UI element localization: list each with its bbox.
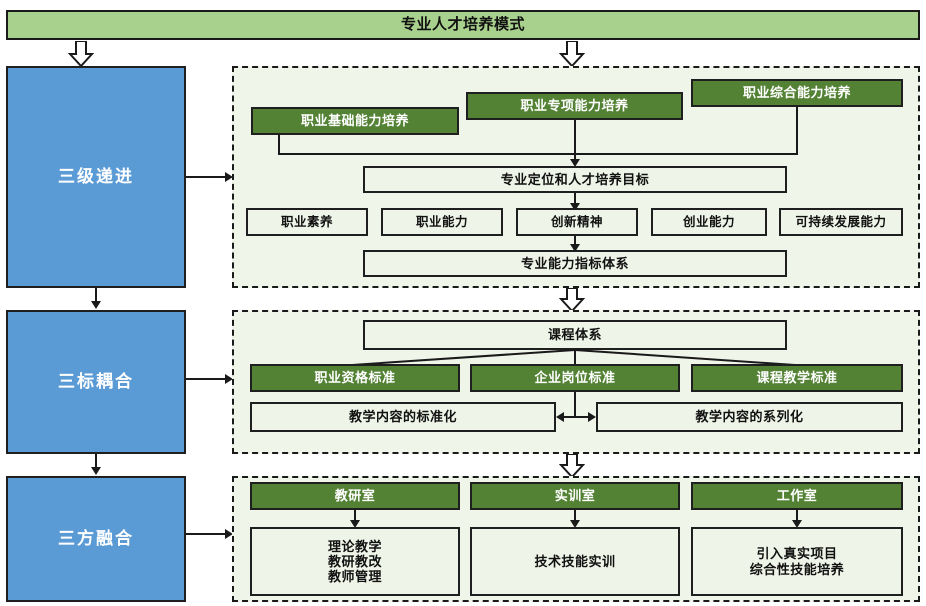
curriculum-label: 课程体系 (547, 327, 602, 343)
quality-box-5[interactable]: 可持续发展能力 (779, 208, 903, 236)
room-detail-line-3-1: 引入真实项目 (756, 546, 838, 562)
quality-label-3: 创新精神 (550, 214, 603, 229)
room-detail-line-3-2: 综合性技能培养 (749, 561, 845, 577)
ability-level-label-1: 职业基础能力培养 (300, 113, 409, 129)
stage-label-3: 三方融合 (58, 528, 134, 548)
ability-3-drop (796, 107, 798, 154)
quality-label-1: 职业素养 (280, 214, 333, 229)
outcome-label-1: 教学内容的标准化 (348, 409, 457, 425)
block-arrow-down-icon-s2-s3 (559, 454, 585, 478)
stage-to-group-line-3 (186, 533, 226, 535)
ability-level-box-3[interactable]: 职业综合能力培养 (691, 79, 903, 107)
stage-to-group-line-1 (186, 176, 226, 178)
standard-box-1[interactable]: 职业资格标准 (250, 364, 460, 392)
stage-connector-2-3 (95, 454, 97, 468)
arrow-head-icon-stage-2-3 (91, 467, 101, 475)
room-box-2[interactable]: 实训室 (470, 482, 680, 510)
room-detail-line-1-3: 教师管理 (327, 569, 382, 585)
room-box-1[interactable]: 教研室 (250, 482, 460, 510)
room-label-3: 工作室 (776, 488, 818, 504)
arrow-head-icon-stage-1-2 (91, 301, 101, 309)
goal-box[interactable]: 专业定位和人才培养目标 (363, 166, 787, 193)
stage-connector-1-2 (95, 288, 97, 302)
outcome-box-1[interactable]: 教学内容的标准化 (250, 402, 556, 432)
arrow-head-icon-room-2 (570, 520, 580, 528)
room-detail-box-1[interactable]: 理论教学 教研教改 教师管理 (250, 527, 460, 596)
ability-bracket-line (278, 153, 798, 155)
block-arrow-down-icon-left (68, 41, 94, 67)
quality-label-4: 创业能力 (682, 214, 735, 229)
arrow-head-icon-room-1 (350, 520, 360, 528)
arrow-head-icon-outcome-right (588, 412, 596, 422)
standard-box-2[interactable]: 企业岗位标准 (470, 364, 680, 392)
curriculum-box[interactable]: 课程体系 (363, 320, 787, 350)
ability-1-drop (278, 135, 280, 154)
standard-box-3[interactable]: 课程教学标准 (691, 364, 903, 392)
ability-level-box-1[interactable]: 职业基础能力培养 (251, 107, 459, 135)
standards-to-outcomes-line (574, 392, 576, 417)
quality-box-2[interactable]: 职业能力 (381, 208, 503, 236)
block-arrow-down-icon-s1-s2 (559, 288, 585, 312)
room-detail-box-3[interactable]: 引入真实项目 综合性技能培养 (691, 527, 903, 596)
ability-2-drop (574, 120, 576, 162)
room-label-1: 教研室 (334, 488, 376, 504)
standard-label-2: 企业岗位标准 (534, 370, 616, 386)
diagram-title-banner: 专业人才培养模式 (6, 10, 920, 40)
standard-label-1: 职业资格标准 (314, 370, 396, 386)
arrow-head-icon-group-3 (225, 529, 233, 539)
arrow-head-icon-qualities (570, 203, 580, 211)
room-connector-3 (796, 510, 798, 521)
stage-label-2: 三标耦合 (58, 371, 134, 391)
block-arrow-down-icon-right (559, 41, 585, 67)
stage-box-3[interactable]: 三方融合 (6, 476, 186, 602)
quality-box-1[interactable]: 职业素养 (246, 208, 368, 236)
goal-to-qualities-line (574, 193, 576, 204)
quality-box-3[interactable]: 创新精神 (516, 208, 638, 236)
room-label-2: 实训室 (554, 488, 596, 504)
arrow-head-icon-outcome-left (556, 412, 564, 422)
curriculum-fanout-lines (351, 349, 796, 366)
room-detail-box-2[interactable]: 技术技能实训 (470, 527, 680, 596)
room-connector-1 (354, 510, 356, 521)
arrow-head-icon-room-3 (792, 520, 802, 528)
stage-box-2[interactable]: 三标耦合 (6, 310, 186, 454)
ability-level-label-3: 职业综合能力培养 (742, 85, 851, 101)
room-box-3[interactable]: 工作室 (691, 482, 903, 510)
arrow-head-icon-group-1 (225, 172, 233, 182)
room-detail-line-1-1: 理论教学 (327, 538, 382, 554)
outcome-label-2: 教学内容的系列化 (695, 409, 804, 425)
room-detail-line-1-2: 教研教改 (327, 553, 382, 569)
quality-label-2: 职业能力 (415, 214, 468, 229)
outcomes-double-arrow-line (560, 416, 592, 418)
arrow-head-icon-index (570, 244, 580, 252)
outcome-box-2[interactable]: 教学内容的系列化 (596, 402, 903, 432)
qualities-to-index-line (574, 236, 576, 245)
index-system-box[interactable]: 专业能力指标体系 (363, 250, 787, 277)
goal-label: 专业定位和人才培养目标 (500, 171, 650, 187)
arrow-head-icon-goal (570, 159, 580, 167)
room-detail-line-2-1: 技术技能实训 (534, 553, 616, 569)
standard-label-3: 课程教学标准 (756, 370, 838, 386)
ability-level-box-2[interactable]: 职业专项能力培养 (466, 92, 683, 120)
stage-box-1[interactable]: 三级递进 (6, 66, 186, 288)
index-system-label: 专业能力指标体系 (520, 255, 629, 271)
quality-box-4[interactable]: 创业能力 (651, 208, 767, 236)
arrow-head-icon-group-2 (225, 374, 233, 384)
ability-level-label-2: 职业专项能力培养 (520, 98, 629, 114)
stage-label-1: 三级递进 (58, 166, 134, 186)
quality-label-5: 可持续发展能力 (795, 214, 887, 229)
room-connector-2 (574, 510, 576, 521)
stage-to-group-line-2 (186, 378, 226, 380)
diagram-title-text: 专业人才培养模式 (400, 16, 525, 34)
